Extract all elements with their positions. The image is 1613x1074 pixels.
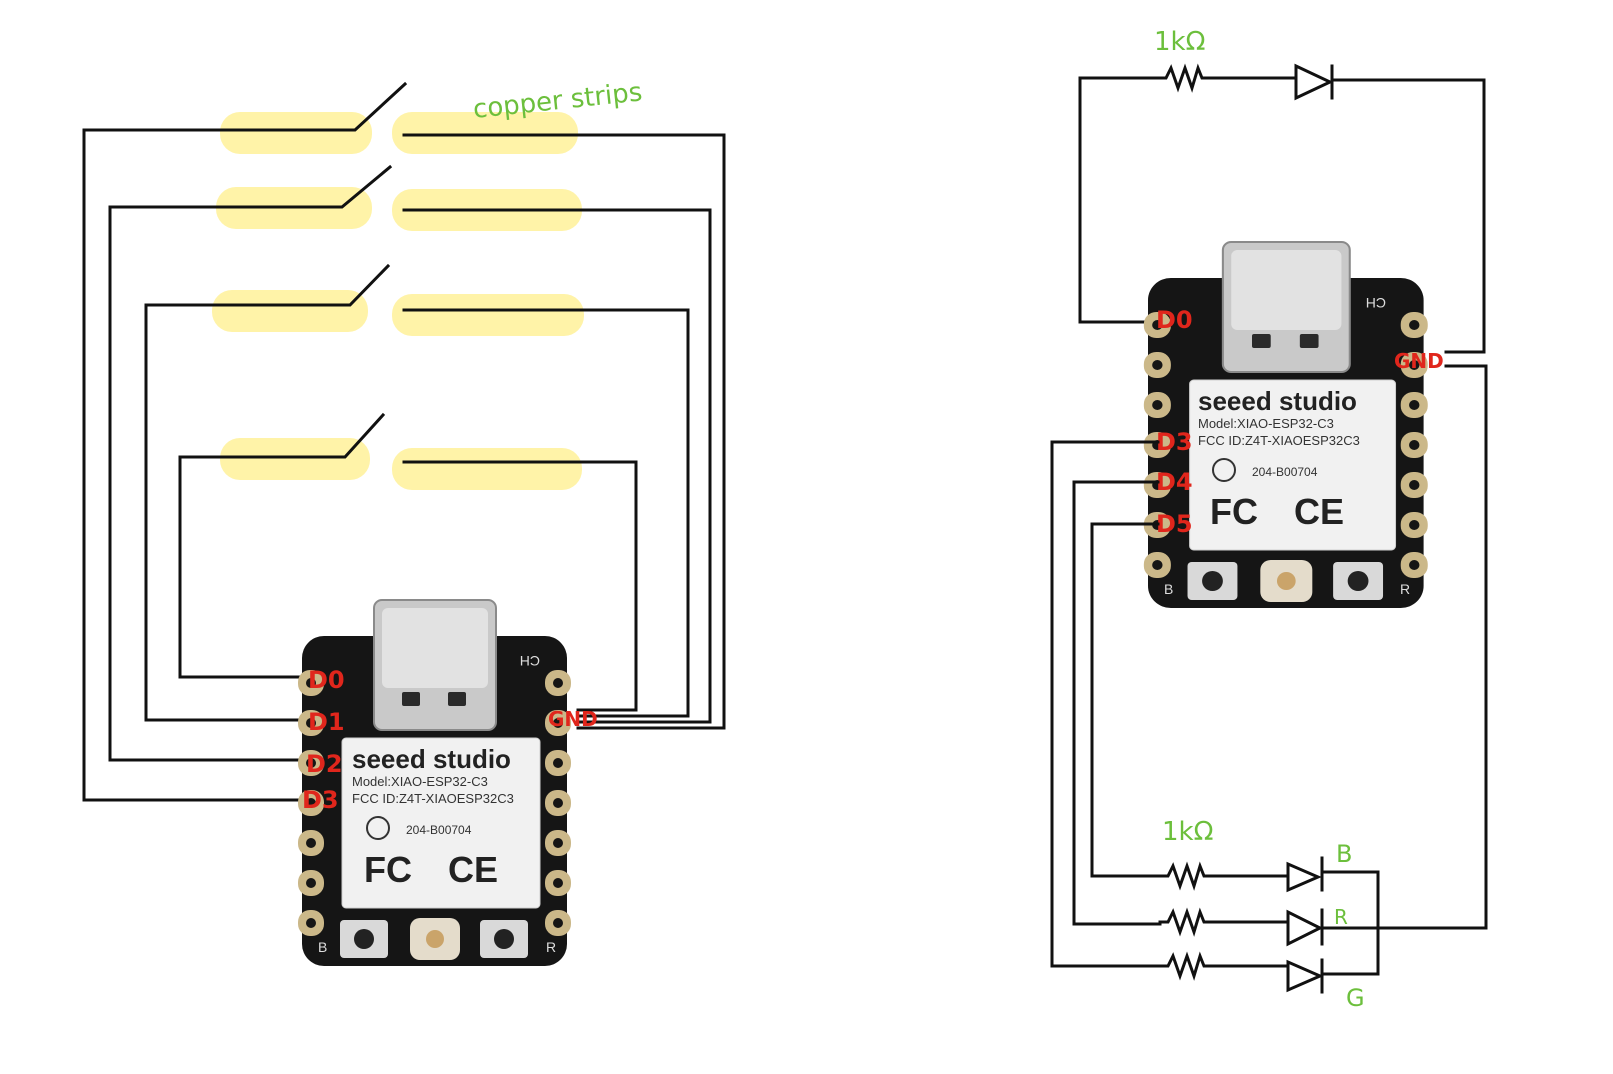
board-cert-right: 204-B00704	[1252, 465, 1318, 479]
pin-label-right-d0: D0	[1156, 306, 1193, 334]
resistor-red	[1158, 910, 1214, 934]
gnd-label-right: GND	[1394, 349, 1444, 373]
copper-strip-right-1	[392, 112, 578, 154]
board-r-right: R	[1400, 581, 1410, 597]
board-ch: CH	[520, 653, 540, 669]
board-fcc: FCC ID:Z4T-XIAOESP32C3	[352, 791, 514, 806]
rgb-led-wires	[1050, 364, 1488, 994]
board-model-right: Model:XIAO-ESP32-C3	[1198, 416, 1334, 431]
pin-label-right-d5: D5	[1156, 510, 1193, 538]
resistor-blue	[1158, 864, 1214, 888]
board-brand-right: seeed studio	[1198, 386, 1357, 416]
pin-label-d3: D3	[302, 786, 339, 814]
pin-label-d0: D0	[308, 666, 345, 694]
led-label-r: R	[1334, 905, 1348, 929]
board-b: B	[318, 939, 327, 955]
copper-strip-right-4	[392, 448, 582, 490]
led-blue-diode-icon	[1286, 861, 1322, 893]
fc-logo: FC	[364, 849, 412, 890]
cert-mark-icon	[366, 816, 390, 840]
rgb-resistor-label: 1kΩ	[1162, 817, 1213, 847]
copper-strip-right-3	[392, 294, 584, 336]
board-brand: seeed studio	[352, 744, 511, 774]
fc-logo-right: FC	[1210, 491, 1258, 532]
top-resistor-label: 1kΩ	[1154, 27, 1205, 57]
ce-logo-right: CE	[1294, 491, 1344, 532]
top-resistor	[1156, 66, 1212, 90]
copper-strip-left-1	[220, 112, 372, 154]
copper-strips	[212, 112, 584, 490]
left-switch-wires	[82, 81, 408, 802]
board-r: R	[546, 939, 556, 955]
board-cert: 204-B00704	[406, 823, 472, 837]
led-red-diode-icon	[1286, 909, 1324, 947]
led-label-g: G	[1346, 984, 1365, 1012]
copper-strip-left-3	[212, 290, 368, 332]
board-b-right: B	[1164, 581, 1173, 597]
board-ch-right: CH	[1366, 295, 1386, 311]
ce-logo: CE	[448, 849, 498, 890]
left-ground-wires	[402, 133, 726, 730]
resistor-green	[1158, 954, 1214, 978]
cert-mark-icon-right	[1212, 458, 1236, 482]
xiao-board-right: seeed studio Model:XIAO-ESP32-C3 FCC ID:…	[1142, 240, 1429, 610]
led-green-diode-icon	[1286, 959, 1324, 993]
pin-label-d1: D1	[308, 708, 345, 736]
top-led-diode-icon	[1294, 63, 1334, 101]
pin-label-d2: D2	[306, 750, 343, 778]
gnd-label-left: GND	[548, 707, 598, 731]
xiao-board-left: seeed studio Model:XIAO-ESP32-C3 FCC ID:…	[297, 599, 572, 967]
pin-label-right-d3: D3	[1156, 428, 1193, 456]
board-fcc-right: FCC ID:Z4T-XIAOESP32C3	[1198, 433, 1360, 448]
led-label-b: B	[1336, 840, 1352, 868]
copper-strip-left-4	[220, 438, 370, 480]
board-model: Model:XIAO-ESP32-C3	[352, 774, 488, 789]
top-led-loop	[1078, 63, 1486, 354]
pin-label-right-d4: D4	[1156, 468, 1193, 496]
